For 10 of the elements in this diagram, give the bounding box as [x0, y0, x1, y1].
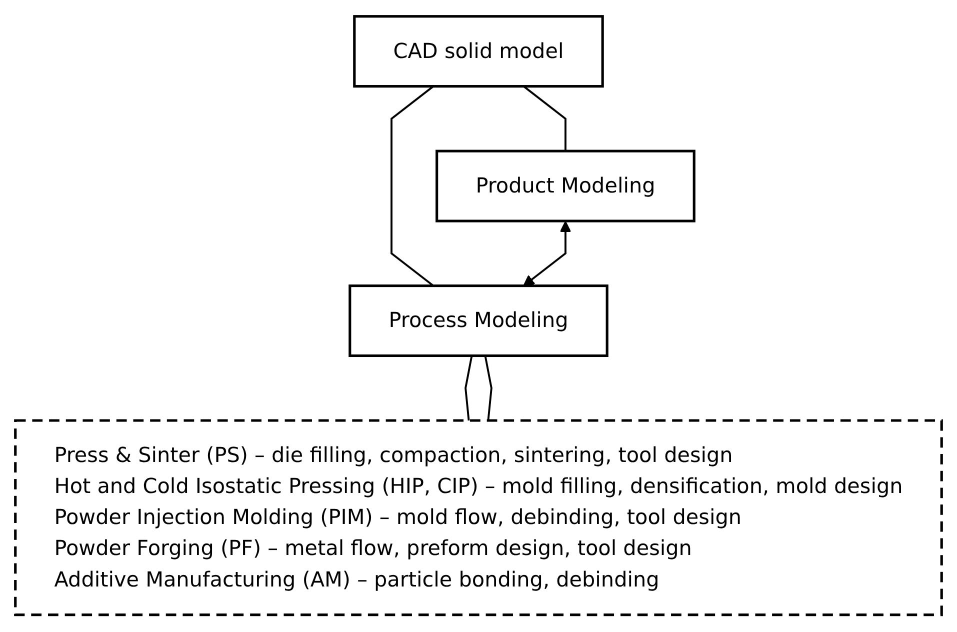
flowchart-drawing: CAD solid model Product Modeling Process Modeling Press & Sinter (PS) – die filling, compaction, sintering, tool design Hot and Cold Isostatic Pressing (HIP, CIP) – mold filling, densification, mold design Powder Injection Molding (PIM) – mold flow, debinding, tool design Powder Forging (PF) – metal flow, preform design, tool design Additive Manufacturing (AM) – particle bonding, debinding: [5, 6, 952, 626]
connector: [390, 86, 434, 287]
connector: [484, 356, 492, 421]
node-box: [348, 284, 608, 358]
connector: [523, 86, 566, 152]
connector: [464, 356, 473, 421]
node-box: [14, 420, 943, 616]
node-box: [353, 16, 604, 88]
node-box: [436, 150, 696, 223]
arrow: [523, 221, 572, 287]
